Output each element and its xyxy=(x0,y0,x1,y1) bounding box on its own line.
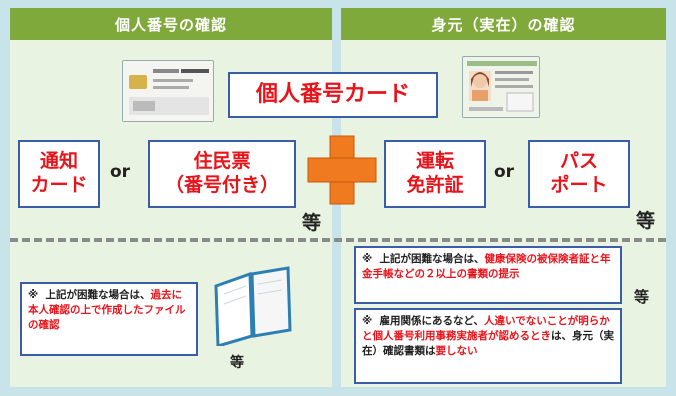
left-bottom-etc: 等 xyxy=(230,355,244,371)
driver-license-box: 運転 免許証 xyxy=(384,140,486,208)
book-icon xyxy=(214,266,292,346)
mynumber-card-label: 個人番号カード xyxy=(228,72,438,118)
right-or-label: or xyxy=(494,162,515,182)
resident-record-box: 住民票 （番号付き） xyxy=(148,140,296,208)
id-card-icon xyxy=(123,61,213,121)
right-header: 身元（実在）の確認 xyxy=(341,8,666,40)
plus-icon xyxy=(307,135,377,205)
left-or-label: or xyxy=(110,162,131,182)
right-note-1: ※ 上記が困難な場合は、健康保険の被保険者証と年金手帳などの２以上の書類の提示 xyxy=(354,246,622,304)
right-etc-label: 等 xyxy=(636,210,656,232)
mynumber-card-image xyxy=(122,60,214,122)
license-card-image xyxy=(462,56,540,118)
passport-box: パス ポート xyxy=(528,140,630,208)
left-etc-label: 等 xyxy=(302,212,322,234)
left-header: 個人番号の確認 xyxy=(10,8,332,40)
right-bottom-etc: 等 xyxy=(634,288,650,306)
right-note-2: ※ 雇用関係にあるなど、人違いでないことが明らかと個人番号利用事務実施者が認める… xyxy=(354,308,622,384)
notification-card-box: 通知 カード xyxy=(18,140,100,208)
license-card-icon xyxy=(463,57,539,117)
dashed-divider xyxy=(10,238,666,242)
left-note: ※ 上記が困難な場合は、過去に本人確認の上で作成したファイルの確認 xyxy=(20,282,198,356)
